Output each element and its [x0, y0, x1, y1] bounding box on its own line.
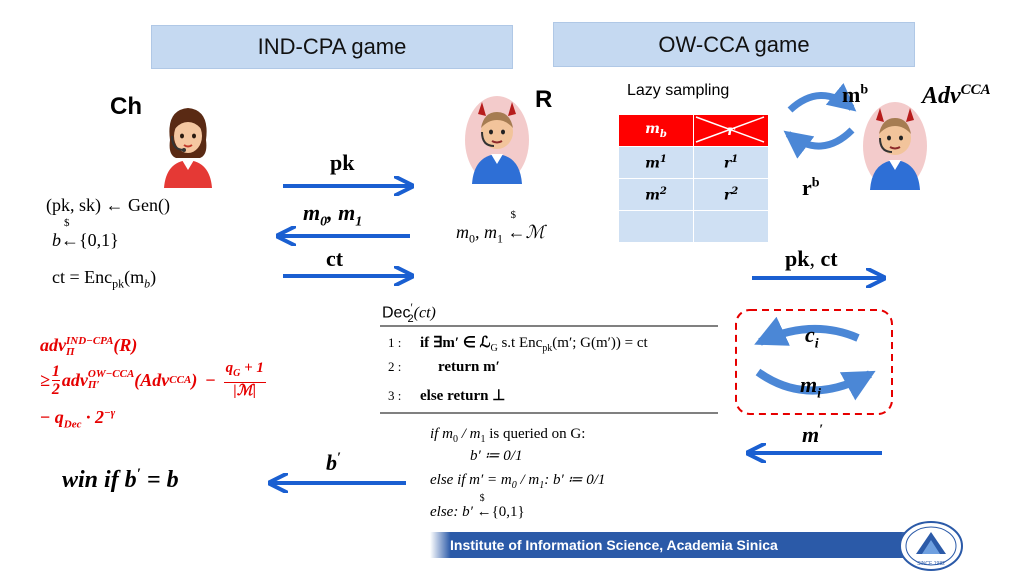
table-row: m2 r2	[618, 178, 769, 211]
dec-line-1: 1 :if ∃m′ ∈ ℒG s.t Encpk(m′; G(m′)) = ct	[388, 335, 648, 354]
b-prime-message: b′	[326, 450, 341, 475]
challenger-label: Ch	[110, 93, 142, 120]
footer-institute-text: Institute of Information Science, Academ…	[450, 537, 778, 553]
adversary-avatar-icon	[863, 102, 927, 190]
pkct-message: pk, ct	[785, 246, 838, 271]
case-line-2: b′ ≔ 0/1	[470, 448, 523, 464]
case-line-4: else: b′ $←{0,1}	[430, 493, 525, 520]
ci-label: ci	[805, 322, 819, 352]
m0m1-message: m0, m1	[303, 200, 363, 230]
lazy-table-header: mb r	[618, 114, 769, 147]
ind-cpa-header-label: IND-CPA game	[257, 34, 407, 59]
reduction-sampling: m0, m1 $←ℳ	[456, 209, 545, 246]
dec-title: Dec′2(ct)	[382, 302, 436, 325]
ow-cca-header: OW-CCA game	[553, 22, 915, 67]
challenger-avatar-icon	[164, 108, 212, 188]
case-line-1: if m0 / m1 is queried on G:	[430, 426, 586, 445]
table-row: m1 r1	[618, 146, 769, 179]
lazy-header-r: r	[693, 114, 769, 147]
table-row	[618, 210, 769, 243]
ct-enc-text: ct = Encpk(mb)	[52, 267, 157, 291]
b-sample-text: b$←{0,1}	[52, 217, 119, 250]
win-condition: win if b′ = b	[62, 466, 179, 493]
cycle-arrow-bottom	[783, 127, 855, 159]
case-line-3: else if m′ = m0 / m1: b′ ≔ 0/1	[430, 472, 606, 491]
mi-arrow	[755, 368, 876, 401]
footer-bar: Institute of Information Science, Academ…	[0, 532, 1024, 558]
lazy-sampling-table: mb r m1 r1 m2 r2	[618, 114, 769, 243]
reduction-label: R	[535, 86, 553, 113]
ci-arrow	[754, 316, 860, 346]
dec-line-2: 2 :return m′	[388, 359, 500, 375]
ct-message: ct	[326, 246, 344, 271]
mb-label: mb	[842, 82, 869, 107]
mi-label: mi	[800, 372, 822, 402]
lazy-sampling-label: Lazy sampling	[627, 82, 730, 99]
reduction-avatar-icon	[465, 96, 529, 184]
adversary-label: AdvCCA	[922, 82, 991, 109]
rb-label: rb	[802, 175, 820, 200]
advantage-line-3: − qDec · 2−γ	[40, 407, 116, 431]
svg-text:SINCE 1982: SINCE 1982	[917, 561, 945, 567]
dec-line-3: 3 :else return ⊥	[388, 388, 506, 404]
keygen-text: (pk, sk) ← Gen()	[46, 195, 170, 215]
ind-cpa-header: IND-CPA game	[151, 25, 513, 69]
ow-cca-header-label: OW-CCA game	[658, 31, 810, 57]
institute-logo-icon: SINCE 1982	[899, 521, 963, 571]
m-prime-message: m′	[802, 422, 824, 447]
lazy-header-m: mb	[618, 114, 694, 147]
cycle-arrow-top	[787, 83, 857, 113]
pk-message: pk	[330, 150, 355, 175]
decryption-query-box	[735, 309, 893, 415]
